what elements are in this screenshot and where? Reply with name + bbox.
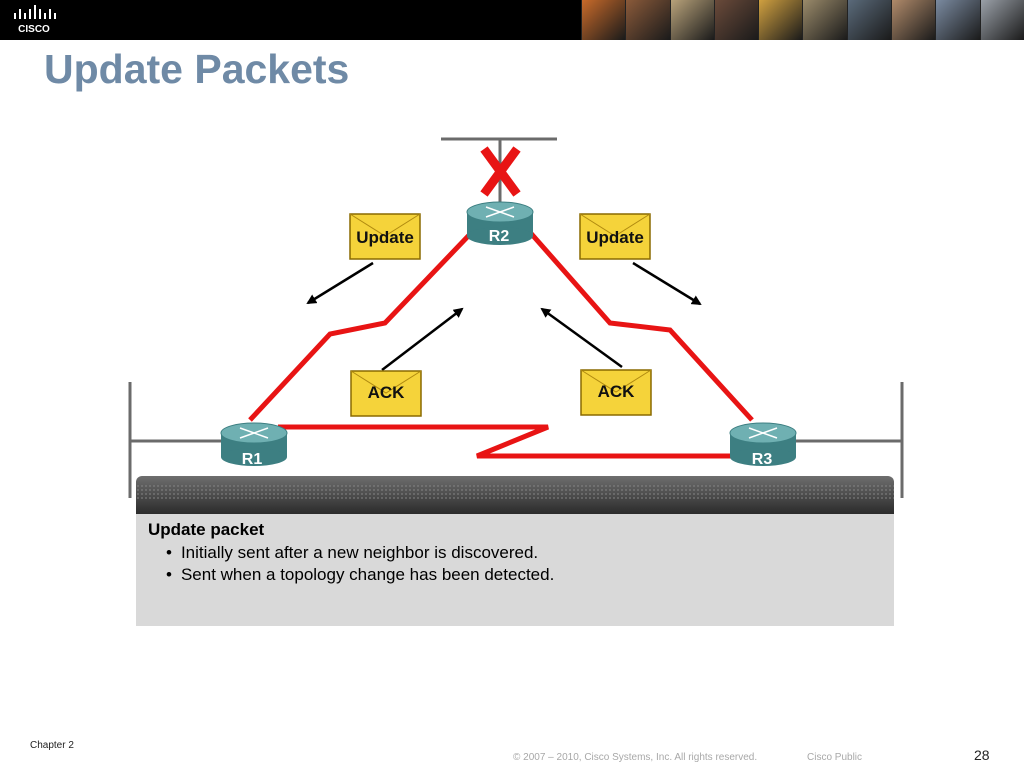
header-photo-tile (669, 0, 714, 40)
router-r1-icon: R1 (220, 422, 288, 468)
info-panel: Update packet Initially sent after a new… (136, 476, 894, 626)
header-photo-tile (581, 0, 626, 40)
header-photo-tile (891, 0, 936, 40)
lan-segments (128, 137, 904, 498)
header-photo-tile (802, 0, 847, 40)
header-photo-tile (713, 0, 759, 40)
link-r1-r3 (278, 424, 738, 459)
envelope-label: Update (586, 228, 644, 247)
link-r2-r3 (526, 228, 754, 422)
link-r1-r2 (248, 228, 476, 422)
arrow-ack-right (540, 307, 623, 369)
envelope-ack-right: ACK (580, 369, 652, 416)
info-panel-body: Update packet Initially sent after a new… (136, 514, 894, 626)
top-banner: CISCO (0, 0, 1024, 40)
envelope-update-right: Update (579, 213, 651, 260)
packet-arrows (306, 261, 702, 371)
header-photo-tile (979, 0, 1024, 40)
router-label: R3 (752, 451, 773, 468)
panel-title: Update packet (148, 520, 265, 539)
envelope-label: Update (356, 228, 414, 247)
panel-bullet: Sent when a topology change has been det… (166, 564, 554, 586)
logo-wordmark: CISCO (18, 24, 50, 35)
link-failure-x-icon (480, 146, 521, 197)
header-photo-tile (935, 0, 980, 40)
router-label: R2 (489, 228, 510, 245)
header-photo-strip (581, 0, 1024, 40)
envelope-label: ACK (598, 382, 636, 401)
envelope-ack-left: ACK (350, 370, 422, 417)
slide-title: Update Packets (44, 46, 350, 92)
panel-bullet: Initially sent after a new neighbor is d… (166, 542, 554, 564)
router-r3-icon: R3 (729, 422, 797, 468)
envelope-update-left: Update (349, 213, 421, 260)
router-label: R1 (242, 451, 263, 468)
header-photo-tile (625, 0, 670, 40)
footer-chapter: Chapter 2 (30, 740, 74, 751)
footer-classification: Cisco Public (807, 752, 863, 763)
footer-copyright: © 2007 – 2010, Cisco Systems, Inc. All r… (513, 752, 758, 763)
panel-texture (136, 484, 894, 500)
arrow-ack-left (381, 307, 464, 371)
envelope-label: ACK (368, 383, 406, 402)
serial-links (248, 228, 754, 459)
header-photo-tile (846, 0, 892, 40)
arrow-update-right (632, 261, 702, 306)
router-r2-icon: R2 (466, 201, 534, 245)
arrow-update-left (306, 261, 374, 305)
cisco-logo: CISCO (14, 5, 56, 35)
panel-bullet-list: Initially sent after a new neighbor is d… (166, 542, 554, 586)
info-panel-header (136, 476, 894, 514)
page-number: 28 (974, 747, 990, 763)
header-photo-tile (758, 0, 803, 40)
